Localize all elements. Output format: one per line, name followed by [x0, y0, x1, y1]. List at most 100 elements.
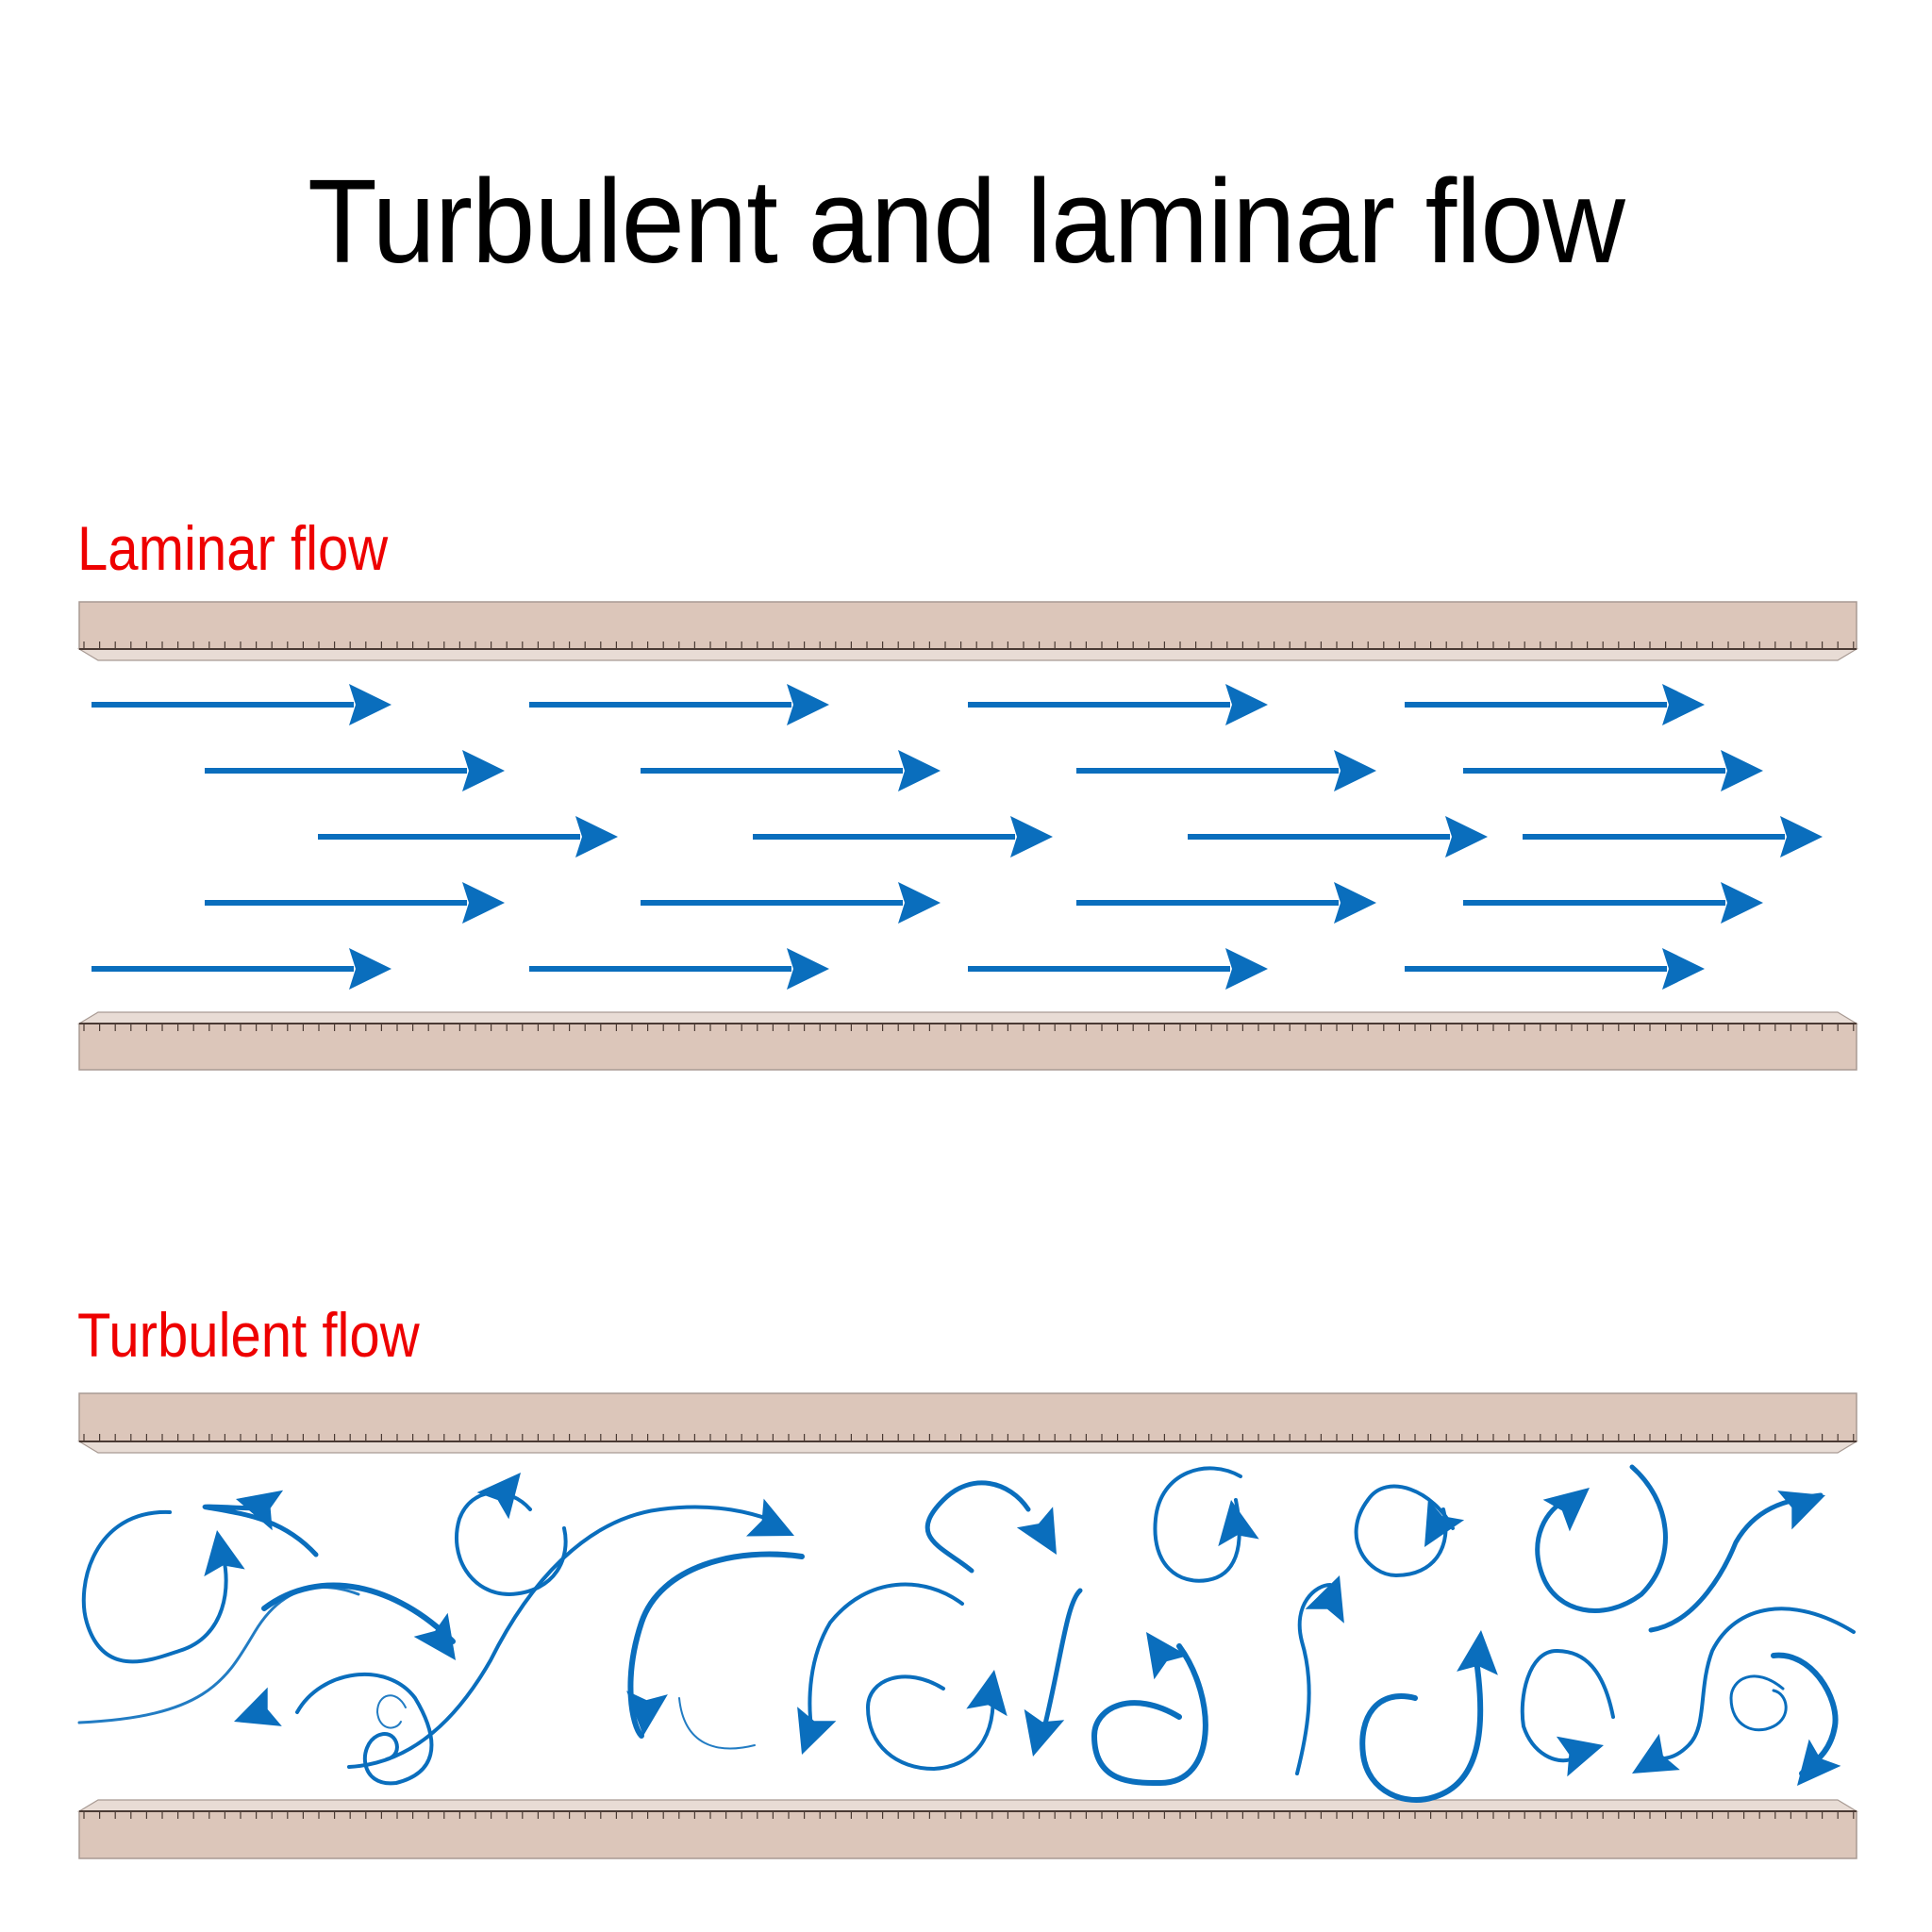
- turbulent-arrow: [1024, 1588, 1083, 1757]
- arrow-head: [1780, 816, 1823, 858]
- arrow-head: [1334, 882, 1376, 924]
- arrow-curve: [1153, 1466, 1242, 1583]
- turbulent-arrow: [261, 1582, 456, 1660]
- wall-bevel: [76, 1799, 1859, 1812]
- arrow-head: [236, 1490, 284, 1531]
- arrow-head: [1662, 948, 1705, 990]
- laminar-arrow: [641, 882, 941, 924]
- wall-bevel: [76, 1011, 1859, 1024]
- turbulent-arrow: [1535, 1464, 1668, 1613]
- arrow-shaft: [529, 966, 791, 972]
- arrow-curve: [375, 1694, 407, 1729]
- arrow-curve: [295, 1672, 434, 1786]
- arrow-shaft: [968, 702, 1230, 708]
- arrow-shaft: [92, 966, 354, 972]
- turbulent-arrow: [234, 1672, 434, 1786]
- arrow-head: [787, 684, 829, 725]
- turbulent-arrow: [1359, 1630, 1498, 1803]
- turbulent-arrow: [678, 1697, 756, 1750]
- arrow-shaft: [1405, 966, 1667, 972]
- turbulent-arrow: [924, 1480, 1057, 1574]
- arrow-head: [462, 882, 505, 924]
- arrow-head: [1797, 1739, 1841, 1786]
- arrow-shaft: [92, 702, 354, 708]
- arrow-curve: [1040, 1588, 1083, 1739]
- turbulent-arrow: [1153, 1466, 1259, 1583]
- laminar-arrow: [1405, 948, 1705, 990]
- arrow-curve: [1535, 1464, 1668, 1613]
- turbulent-arrow: [1648, 1491, 1825, 1633]
- arrow-shaft: [641, 768, 903, 774]
- turbulent-arrow: [1729, 1674, 1788, 1732]
- diagram-title: Turbulent and laminar flow: [308, 155, 1625, 288]
- arrow-curve: [1295, 1583, 1332, 1775]
- arrow-head: [1457, 1630, 1498, 1675]
- arrow-head: [1424, 1499, 1465, 1547]
- arrow-head: [1721, 882, 1763, 924]
- turbulent-arrow: [375, 1694, 407, 1729]
- arrow-shaft: [529, 702, 791, 708]
- turbulent-arrow: [797, 1582, 964, 1755]
- turbulent-arrow: [1771, 1652, 1841, 1786]
- arrow-curve: [77, 1586, 360, 1724]
- arrow-head: [1024, 1708, 1065, 1757]
- arrow-head: [1662, 684, 1705, 725]
- arrow-curve: [627, 1551, 805, 1739]
- arrow-curve: [865, 1674, 995, 1772]
- turbulent-arrow: [1295, 1575, 1344, 1775]
- arrow-head: [1010, 816, 1053, 858]
- laminar-arrow: [529, 684, 829, 725]
- arrow-shaft: [968, 966, 1230, 972]
- arrow-curve: [1729, 1674, 1788, 1732]
- arrow-shaft: [753, 834, 1015, 840]
- wall-body: [78, 1810, 1857, 1859]
- turbulent-arrow: [202, 1490, 319, 1557]
- arrow-curve: [81, 1509, 228, 1664]
- arrow-head: [1016, 1507, 1057, 1555]
- arrow-head: [413, 1612, 456, 1660]
- arrow-curve: [1354, 1484, 1455, 1578]
- arrow-curve: [1649, 1607, 1856, 1766]
- arrow-head: [1721, 750, 1763, 791]
- laminar-arrow: [1188, 816, 1488, 858]
- arrow-shaft: [1405, 702, 1667, 708]
- laminar-bottom-wall: [76, 1011, 1859, 1071]
- arrow-head: [476, 1473, 521, 1520]
- turbulent-arrow: [454, 1473, 568, 1597]
- arrow-head: [1632, 1733, 1680, 1774]
- laminar-arrow: [1405, 684, 1705, 725]
- turbulent-arrow: [347, 1498, 794, 1769]
- turbulent-arrow: [1354, 1484, 1465, 1578]
- laminar-arrow: [968, 684, 1268, 725]
- arrow-shaft: [205, 900, 467, 906]
- arrow-head: [1225, 948, 1268, 990]
- laminar-arrow: [205, 882, 505, 924]
- arrow-head: [349, 948, 391, 990]
- arrow-head: [898, 750, 941, 791]
- laminar-arrow: [205, 750, 505, 791]
- turbulent-bottom-wall: [76, 1799, 1859, 1859]
- arrow-shaft: [1463, 900, 1725, 906]
- laminar-arrow: [1463, 750, 1763, 791]
- arrow-shaft: [1076, 768, 1339, 774]
- wall-ticks: [83, 641, 1855, 649]
- laminar-arrow: [1076, 882, 1376, 924]
- arrow-shaft: [1463, 768, 1725, 774]
- turbulent-arrow: [1091, 1632, 1208, 1787]
- arrow-head: [626, 1690, 668, 1736]
- arrow-curve: [924, 1480, 1031, 1574]
- arrow-shaft: [1523, 834, 1785, 840]
- laminar-arrow: [753, 816, 1053, 858]
- arrow-head: [234, 1687, 282, 1726]
- turbulent-arrow: [626, 1551, 805, 1739]
- arrow-curve: [1771, 1652, 1839, 1776]
- arrow-head: [1225, 684, 1268, 725]
- laminar-arrow: [1463, 882, 1763, 924]
- wall-bevel: [76, 1441, 1859, 1454]
- wall-bevel: [76, 648, 1859, 661]
- laminar-arrow: [92, 684, 391, 725]
- laminar-arrow: [1076, 750, 1376, 791]
- turbulent-arrow: [865, 1670, 1008, 1772]
- wall-ticks: [83, 1024, 1855, 1031]
